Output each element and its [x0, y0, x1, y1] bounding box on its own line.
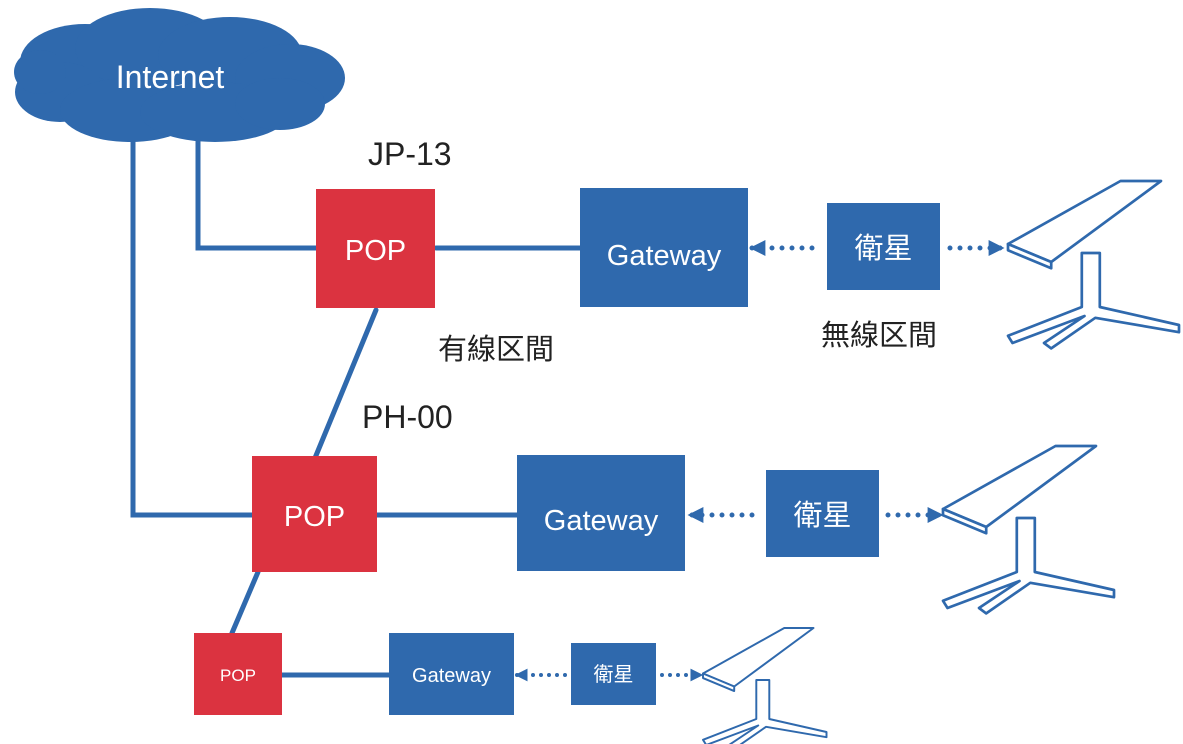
site-ph00: POP Gateway 衛星 [252, 444, 1116, 615]
satellite-label: 衛星 [854, 231, 912, 265]
satellite-label: 衛星 [594, 662, 634, 686]
gateway-box [580, 188, 748, 307]
gateway-box [389, 633, 514, 715]
gateway-box [517, 455, 685, 571]
pop-label: POP [345, 235, 406, 267]
wireless-section-label: 無線区間 [821, 318, 937, 352]
pop-box [194, 633, 282, 715]
site-label-jp13: JP-13 [368, 136, 452, 172]
satellite-dish-icon [1006, 179, 1181, 350]
site-label-ph00: PH-00 [362, 399, 453, 435]
pop-box [252, 456, 377, 572]
satellite-box [766, 470, 879, 557]
link-internet-jp13 [195, 137, 321, 251]
pop-label: POP [284, 501, 345, 533]
link-internet-ph00 [130, 97, 256, 518]
cloud-icon [14, 8, 345, 142]
link-jp13-ph00 [312, 307, 379, 461]
pop-box [316, 189, 435, 308]
wired-section-label: 有線区間 [438, 332, 554, 366]
site-third: POP Gateway 衛星 [194, 627, 828, 744]
cloud-label: Internet [116, 59, 225, 95]
gateway-label: Gateway [544, 505, 659, 537]
gateway-label: Gateway [607, 240, 722, 272]
satellite-dish-icon [702, 627, 828, 744]
site-jp13: POP Gateway 衛星 [316, 179, 1181, 350]
satellite-box [827, 203, 940, 290]
pop-label: POP [220, 666, 256, 685]
link-ph00-third [229, 569, 261, 636]
gateway-label: Gateway [412, 665, 491, 687]
satellite-label: 衛星 [793, 498, 851, 532]
satellite-box [571, 643, 656, 705]
wired-links [130, 97, 584, 678]
satellite-dish-icon [941, 444, 1116, 615]
